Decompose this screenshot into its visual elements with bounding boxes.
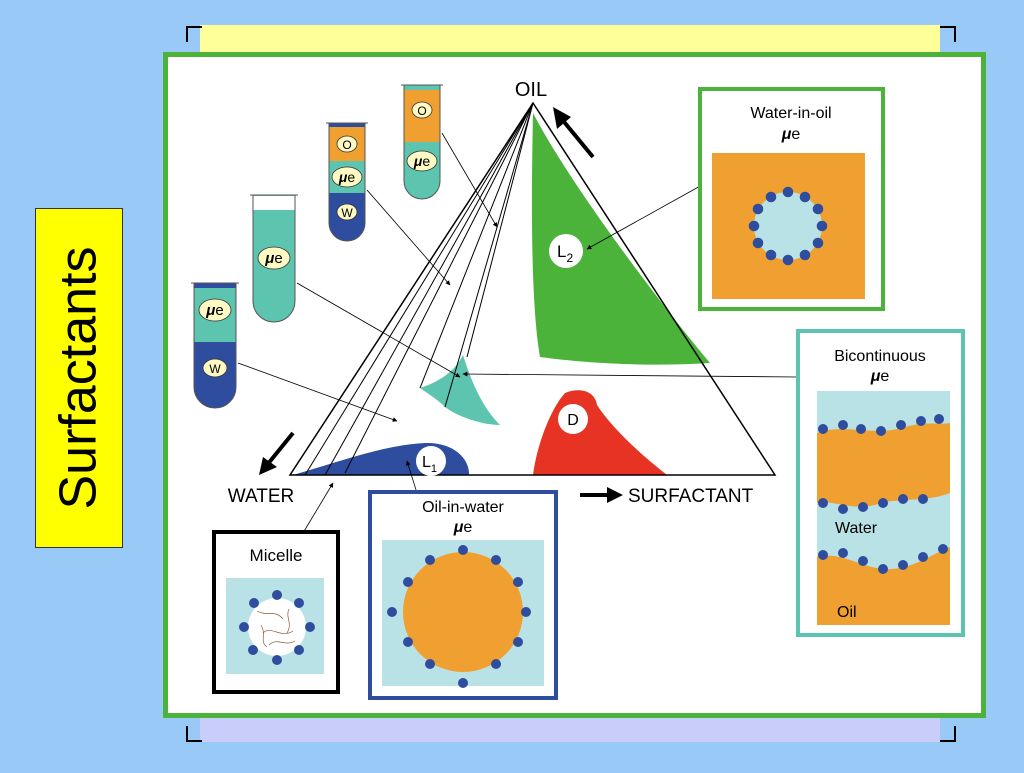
bicontinuous-water-label: Water [835, 520, 878, 537]
l2-label: L2 [557, 242, 573, 265]
top-band [200, 25, 940, 55]
inset-oil-in-water-title: Oil-in-water [422, 499, 504, 516]
micelle-tails [256, 608, 296, 648]
l1-label-circle [416, 446, 446, 476]
corner-mark [186, 26, 202, 42]
inset-bicontinuous-title: Bicontinuous [834, 348, 926, 365]
bicontinuous-surfactant-dots [818, 414, 948, 574]
slide-title-box: Surfactants [35, 208, 123, 548]
tie-lines [304, 102, 534, 476]
tube-2-water-label: W [341, 206, 353, 220]
d-label: D [567, 412, 579, 429]
corner-mark [186, 726, 202, 742]
vertex-label-water: WATER [228, 486, 295, 507]
ternary-triangle [288, 101, 777, 476]
test-tube-1: O μe [401, 84, 443, 200]
bicontinuous-oil-label: Oil [837, 604, 857, 621]
vertex-label-surfactant: SURFACTANT [628, 486, 754, 507]
tube-2-mue-label: μe [338, 169, 355, 185]
l2-region [531, 113, 710, 365]
inset-water-in-oil-subtitle: μe [781, 126, 801, 143]
inset-micelle-title: Micelle [250, 546, 303, 565]
tube-1-mue-label: μe [413, 153, 430, 169]
inset-oil-in-water: Oil-in-water μe [368, 490, 558, 700]
d-region [533, 390, 667, 475]
tube-4-water-label: W [209, 362, 221, 376]
pointer-lines [237, 132, 798, 534]
corner-mark [940, 26, 956, 42]
vertex-label-oil: OIL [515, 79, 547, 101]
test-tube-2: O μe W [326, 122, 368, 242]
inset-bicontinuous-subtitle: μe [870, 368, 890, 385]
phase-diagram-figure: OIL WATER SURFACTANT L2 L1 D O μe O μe W… [163, 52, 986, 718]
inset-bicontinuous: Bicontinuous μe Water Oil [796, 329, 965, 637]
l1-label: L1 [422, 454, 437, 475]
oiw-surfactant-dots [387, 545, 531, 688]
test-tube-3: μe [250, 194, 298, 323]
tube-1-oil-label: O [417, 104, 426, 118]
tube-4-mue-label: μe [205, 302, 223, 319]
test-tube-4: μe W [191, 282, 239, 409]
inset-water-in-oil-title: Water-in-oil [750, 105, 831, 122]
micelle-surfactant-dots [239, 590, 315, 665]
tube-2-oil-label: O [342, 138, 351, 152]
phase-diagram-svg: OIL WATER SURFACTANT L2 L1 D O μe O μe W… [191, 79, 965, 700]
microemulsion-region [420, 355, 500, 425]
l2-label-circle [549, 234, 583, 268]
d-label-circle [558, 404, 588, 434]
tube-3-mue-label: μe [264, 250, 282, 267]
inset-water-in-oil: Water-in-oil μe [698, 87, 885, 311]
corner-mark [940, 726, 956, 742]
inset-micelle: Micelle [212, 530, 340, 694]
inset-oil-in-water-subtitle: μe [453, 519, 473, 536]
direction-arrows [259, 107, 623, 503]
wio-surfactant-dots [748, 186, 828, 266]
